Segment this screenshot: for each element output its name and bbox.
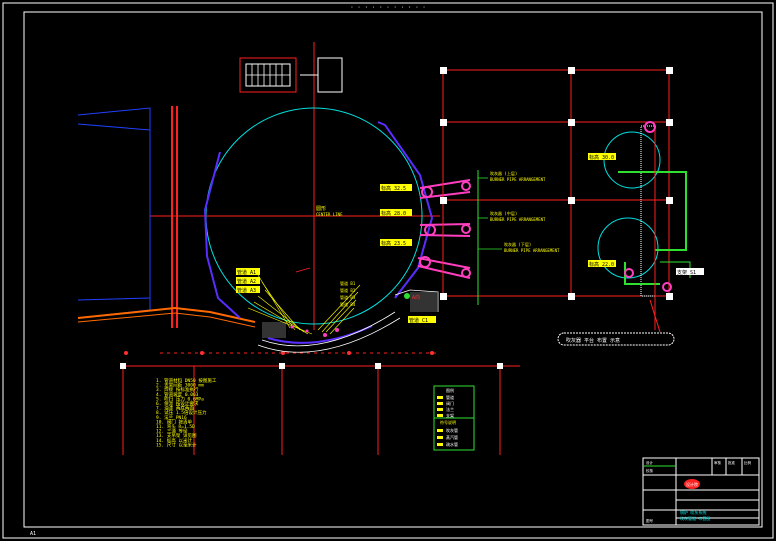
bottom-pipe-dots	[290, 325, 339, 337]
hopper-tag: 管道 C1	[409, 317, 428, 324]
corner-note: A1	[30, 531, 36, 537]
axis-markers	[120, 363, 503, 369]
elevation-tags: 标高 32.5 标高 28.0 标高 23.5	[380, 184, 412, 247]
elev-tag-2: 标高 28.0	[381, 210, 406, 217]
legend2-item-3: 疏水管	[446, 441, 458, 447]
left-tag-1: 管道 A1	[237, 269, 256, 276]
bottom-tag-3: 管道 B3	[340, 294, 356, 300]
note-line: 4. 管道坡度 0.003	[156, 391, 199, 398]
a-direction-arrow: A向	[404, 293, 420, 301]
right-label-3-title: 吹灰器 (下层)	[504, 241, 531, 247]
title-block	[642, 457, 760, 526]
title-drawing-name: 吹灰管道 布置图	[680, 515, 710, 521]
note-line: 11. 弯头 R=1.5D	[156, 423, 195, 430]
title-cell-6: 图号	[646, 518, 654, 523]
title-cell-4: 批准	[728, 460, 736, 465]
title-logo: 设计院	[686, 481, 698, 487]
note-line: 13. 支吊架 详见图	[156, 432, 197, 439]
side-tag-3: 支架 S1	[677, 269, 696, 276]
title-cell-2: 校核	[646, 468, 654, 473]
legend2-item-1: 吹灰管	[446, 427, 458, 433]
left-tag-3: 管道 A3	[237, 287, 256, 294]
note-line: 2. 支架间距 3000 mm	[156, 382, 204, 389]
bottom-tag-2: 管道 B2	[340, 287, 356, 293]
column-grid	[442, 69, 673, 297]
bottom-tag-group: 管道 B1 管道 B2 管道 B3 管道 B4	[340, 280, 356, 307]
center-note-2: CENTER LINE	[316, 212, 343, 217]
title-cell-3: 审核	[714, 460, 722, 465]
bottom-tag-4: 管道 B4	[340, 301, 356, 307]
left-leaders	[247, 274, 361, 335]
legend-item-2: 阀门	[446, 400, 454, 406]
left-tag-group: 管道 A1 管道 A2 管道 A3	[236, 268, 260, 294]
right-label-3-sub: BURNER PIPE ARRANGEMENT	[504, 248, 560, 253]
right-label-1-sub: BURNER PIPE ARRANGEMENT	[490, 177, 546, 182]
side-tags: 标高 30.0 标高 22.0 支架 S1	[588, 153, 704, 276]
title-cell-5: 比例	[744, 460, 752, 465]
title-cell-1: 设计	[646, 460, 654, 465]
arrow-label: A向	[412, 294, 420, 301]
legend-item-1: 管道	[446, 394, 454, 400]
note-line: 14. 标高 以米计	[156, 437, 193, 444]
legend-item-3: 法兰	[446, 406, 454, 412]
note-line: 6. 保温 按设计要求	[156, 400, 199, 407]
note-line: 3. 焊接 按标准执行	[156, 386, 199, 393]
side-tag-1: 标高 30.0	[589, 154, 614, 161]
note-line: 10. 阀门 按清单	[156, 418, 193, 425]
left-tag-2: 管道 A2	[237, 278, 256, 285]
elev-tag-3: 标高 23.5	[381, 240, 406, 247]
top-title: · · · · · · · · · · ·	[350, 4, 426, 11]
note-line: 9. 法兰 PN16	[156, 414, 187, 421]
right-label-1-title: 吹灰器 (上层)	[490, 170, 517, 176]
note-line: 8. 试压 1.5倍设计压力	[156, 409, 207, 416]
note-line: 5. 吹扫 压力 0.6MPa	[156, 395, 204, 402]
bottom-hatch	[262, 322, 286, 338]
note-line: 1. 管道材料 DN50 按图施工	[156, 377, 217, 384]
hopper-hatch	[410, 292, 438, 312]
center-note-1: 圆形	[316, 205, 326, 212]
side-bar	[557, 332, 675, 346]
legend-item-4: 支架	[446, 412, 454, 418]
note-line: 15. 尺寸 以毫米计	[156, 441, 197, 448]
legend-title-2: 符号说明	[440, 419, 456, 425]
hull-outline	[203, 121, 434, 344]
elev-tag-1: 标高 32.5	[381, 185, 406, 192]
right-label-2-sub: BURNER PIPE ARRANGEMENT	[490, 217, 546, 222]
legend2-item-2: 蒸汽管	[446, 434, 458, 440]
burner-nozzles	[417, 179, 471, 279]
legend-title: 图例	[446, 387, 454, 393]
axis-bubbles	[124, 351, 434, 355]
column-nodes	[440, 67, 673, 300]
legend-box: 图例 管道 阀门 法兰 支架 符号说明 吹灰管 蒸汽管 疏水管	[433, 385, 475, 451]
title-project: 锅炉 吹灰系统	[680, 509, 706, 515]
note-line: 12. 三通 等径	[156, 428, 188, 435]
side-tag-2: 标高 22.0	[589, 261, 614, 268]
right-labels: 吹灰器 (上层) BURNER PIPE ARRANGEMENT 吹灰器 (中层…	[490, 170, 560, 253]
side-bar-label: 吹灰器 平台 布置 示意	[566, 337, 620, 344]
bottom-tag-1: 管道 B1	[340, 280, 356, 286]
top-equipment	[239, 57, 343, 93]
left-duct	[77, 106, 256, 328]
right-label-2-title: 吹灰器 (中层)	[490, 210, 517, 216]
note-line: 7. 油漆 两底两面	[156, 405, 194, 412]
